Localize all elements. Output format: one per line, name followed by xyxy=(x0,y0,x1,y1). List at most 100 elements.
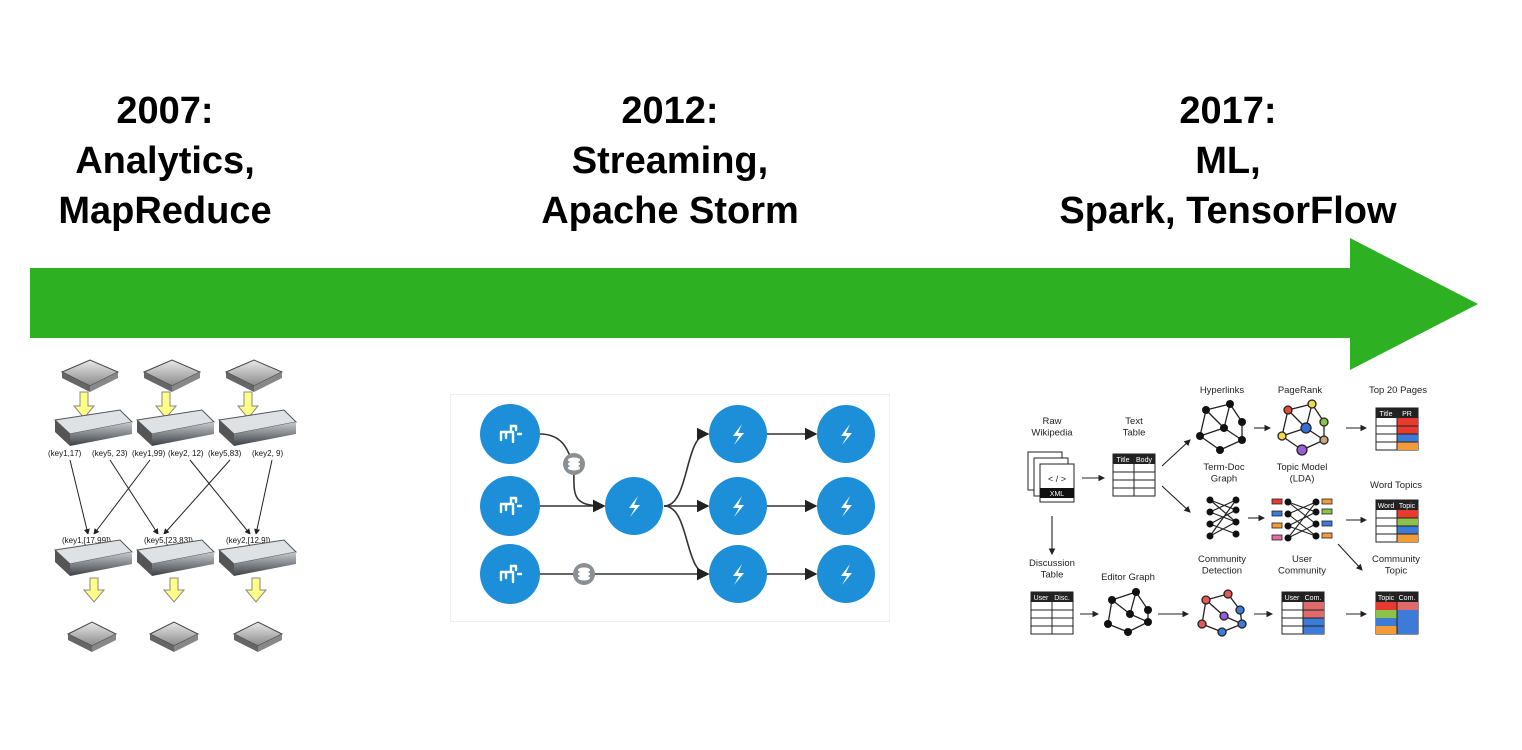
database-icon xyxy=(563,453,585,475)
editor-graph-icon xyxy=(1104,588,1152,636)
label-line: Wikipedia xyxy=(1031,427,1073,438)
label-line: Graph xyxy=(1211,473,1237,484)
map-label: (key1,17) xyxy=(48,449,82,458)
community-topic-table-icon: Topic Com. xyxy=(1375,591,1419,635)
bolt-node xyxy=(709,477,767,535)
reduce-label: (key5,[23,83]) xyxy=(144,536,193,545)
pipeline-arrow xyxy=(1161,485,1191,513)
server-icon xyxy=(217,539,298,576)
yellow-arrow-icon xyxy=(236,391,260,419)
pagerank-label: PageRank xyxy=(1278,385,1323,396)
shuffle-arrow xyxy=(163,459,231,535)
server-icon xyxy=(53,409,134,446)
bolt-node xyxy=(817,477,875,535)
community-detection-icon xyxy=(1197,589,1247,637)
label-line: Community xyxy=(1198,554,1246,565)
title-column: Title xyxy=(1117,457,1130,464)
xml-files-icon: < / > XML xyxy=(1027,451,1075,503)
server-icon xyxy=(135,539,216,576)
hard-disk-icon xyxy=(66,621,118,652)
yellow-arrow-icon xyxy=(244,577,268,603)
yellow-arrow-icon xyxy=(162,577,186,603)
disc-column: Disc. xyxy=(1054,595,1070,602)
era-2017-line2: Spark, TensorFlow xyxy=(1059,190,1397,232)
label-line: (LDA) xyxy=(1290,473,1315,484)
user-column: User xyxy=(1034,595,1049,602)
word-topics-label: Word Topics xyxy=(1370,480,1422,491)
label-line: Table xyxy=(1123,427,1146,438)
server-icon xyxy=(217,409,298,446)
spout-node xyxy=(480,404,540,464)
shuffle-arrow xyxy=(69,459,90,535)
mapreduce-diagram: (key1,17) (key5, 23) (key1,99) (key2, 12… xyxy=(48,359,298,652)
xml-label: XML xyxy=(1050,491,1065,498)
shuffle-arrow xyxy=(109,459,159,535)
stream-edge xyxy=(663,427,710,507)
topic-model-icon xyxy=(1271,498,1333,542)
hyperlinks-label: Hyperlinks xyxy=(1200,385,1245,396)
reduce-label: (key1,[17,99]) xyxy=(62,536,111,545)
editor-graph-label: Editor Graph xyxy=(1101,572,1155,583)
text-table-icon: Title Body xyxy=(1112,453,1156,497)
label-line: Text xyxy=(1125,416,1143,427)
era-2012-title: 2012: Streaming, Apache Storm xyxy=(480,86,860,236)
label-line: Detection xyxy=(1202,565,1242,576)
label-line: Table xyxy=(1041,569,1064,580)
bolt-node xyxy=(817,405,875,463)
word-column: Word xyxy=(1378,503,1395,510)
yellow-arrow-icon xyxy=(154,391,178,419)
era-2012-line1: Streaming, xyxy=(571,140,769,182)
shuffle-arrow xyxy=(93,459,151,535)
body-column: Body xyxy=(1136,457,1152,464)
map-label: (key2, 12) xyxy=(168,449,204,458)
com-column: Com. xyxy=(1305,595,1322,602)
era-2017-year: 2017: xyxy=(1179,90,1277,132)
label-line: Community xyxy=(1372,554,1420,565)
yellow-arrow-icon xyxy=(72,391,96,419)
label-line: Term-Doc xyxy=(1203,462,1244,473)
hard-disk-icon xyxy=(148,621,200,652)
stream-edge xyxy=(663,505,710,581)
map-label: (key1,99) xyxy=(132,449,166,458)
era-2012-line2: Apache Storm xyxy=(541,190,799,232)
bolt-node xyxy=(817,545,875,603)
label-line: Community xyxy=(1278,565,1326,576)
storm-topology-diagram xyxy=(450,394,890,622)
pipeline-arrow xyxy=(1337,543,1363,571)
discussion-table-icon: User Disc. xyxy=(1030,591,1074,635)
topic-model-label: Topic Model(LDA) xyxy=(1277,462,1328,484)
server-icon xyxy=(53,539,134,576)
hard-disk-icon xyxy=(142,359,202,392)
shuffle-arrow xyxy=(254,459,273,535)
reduce-label: (key2,[12,9]) xyxy=(226,536,271,545)
shuffle-arrow xyxy=(189,459,251,535)
word-topics-table-icon: Word Topic xyxy=(1375,499,1419,543)
pagerank-graph-icon xyxy=(1277,399,1329,456)
era-2007-line1: Analytics, xyxy=(75,140,255,182)
label-line: Raw xyxy=(1042,416,1061,427)
spout-node xyxy=(480,476,540,536)
hard-disk-icon xyxy=(224,359,284,392)
xml-tag: < / > xyxy=(1048,474,1066,484)
bolt-node xyxy=(605,477,663,535)
map-label: (key5, 23) xyxy=(92,449,128,458)
era-2017-title: 2017: ML, Spark, TensorFlow xyxy=(1038,86,1418,236)
yellow-arrow-icon xyxy=(82,577,106,603)
com-column: Com. xyxy=(1399,595,1416,602)
bolt-node xyxy=(709,405,767,463)
hyperlinks-graph-icon xyxy=(1196,400,1246,454)
user-column: User xyxy=(1285,595,1300,602)
term-doc-graph-icon xyxy=(1206,496,1240,540)
pipeline-arrow xyxy=(1161,439,1191,467)
hard-disk-icon xyxy=(60,359,120,392)
timeline-arrow-shape xyxy=(30,238,1478,370)
top20-label: Top 20 Pages xyxy=(1369,385,1427,396)
